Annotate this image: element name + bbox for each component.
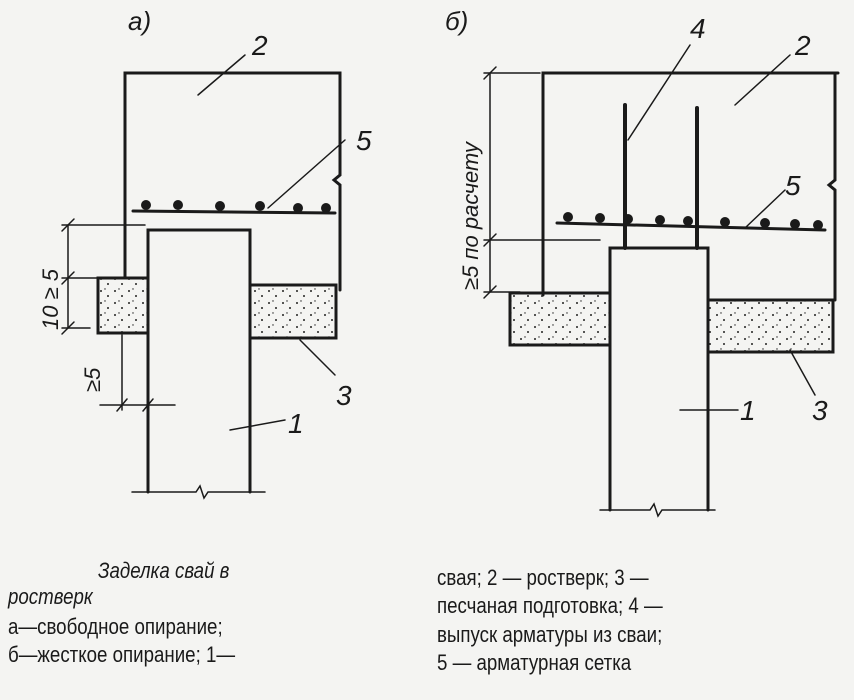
- callout-3: 3: [812, 395, 828, 426]
- caption-right-2: песчаная подготовка; 4 —: [437, 593, 663, 618]
- leaders-b: [627, 44, 816, 411]
- caption-title-1: Заделка свай в: [98, 558, 230, 583]
- dimension-b: [483, 66, 601, 299]
- pile: [146, 228, 252, 494]
- pile-break-line: [599, 502, 716, 518]
- pile-embedment-diagram: а) 10 ≥ 5 ≥5 2 5 3 1 б) ≥5 по расчету 4 …: [38, 6, 840, 518]
- dim-vertical-a: 10 ≥ 5: [38, 268, 63, 330]
- leaders-a: [197, 54, 346, 431]
- dim-horizontal-a: ≥5: [80, 367, 105, 392]
- pile-break-line: [131, 484, 266, 500]
- mesh: [131, 209, 337, 215]
- callout-2: 2: [251, 30, 268, 61]
- callout-2: 2: [794, 30, 811, 61]
- callout-4: 4: [690, 13, 706, 44]
- pile: [608, 246, 710, 512]
- callout-3: 3: [336, 380, 352, 411]
- caption-title-2: ростверк: [8, 584, 93, 609]
- callout-1: 1: [740, 395, 756, 426]
- caption-line-4: б—жесткое опирание; 1—: [8, 642, 236, 667]
- sand-bed-right: [248, 283, 338, 340]
- callout-5: 5: [785, 170, 801, 201]
- sand-bed-left: [508, 291, 612, 347]
- dimension-a: [61, 218, 176, 412]
- figure-a: а) 10 ≥ 5 ≥5 2 5 3 1: [38, 6, 372, 500]
- cap-outline: [123, 71, 342, 292]
- callout-1: 1: [288, 408, 304, 439]
- dim-vertical-b: ≥5 по расчету: [458, 140, 483, 290]
- figure-b-label: б): [445, 6, 468, 36]
- caption-right-3: выпуск арматуры из сваи;: [437, 622, 663, 647]
- figure-a-label: а): [128, 6, 151, 36]
- mesh-bars: [563, 212, 823, 230]
- figure-b: б) ≥5 по расчету 4 2 5 3 1: [445, 6, 840, 518]
- callout-5: 5: [356, 125, 372, 156]
- caption-right-1: свая; 2 — ростверк; 3 —: [437, 565, 649, 590]
- mesh-bars: [141, 200, 331, 213]
- cap-outline: [541, 71, 840, 302]
- caption-right-4: 5 — арматурная сетка: [437, 650, 632, 675]
- sand-bed-left: [96, 276, 150, 335]
- caption-line-3: а—свободное опирание;: [8, 614, 223, 639]
- sand-bed-right: [706, 298, 835, 354]
- mesh: [555, 221, 827, 232]
